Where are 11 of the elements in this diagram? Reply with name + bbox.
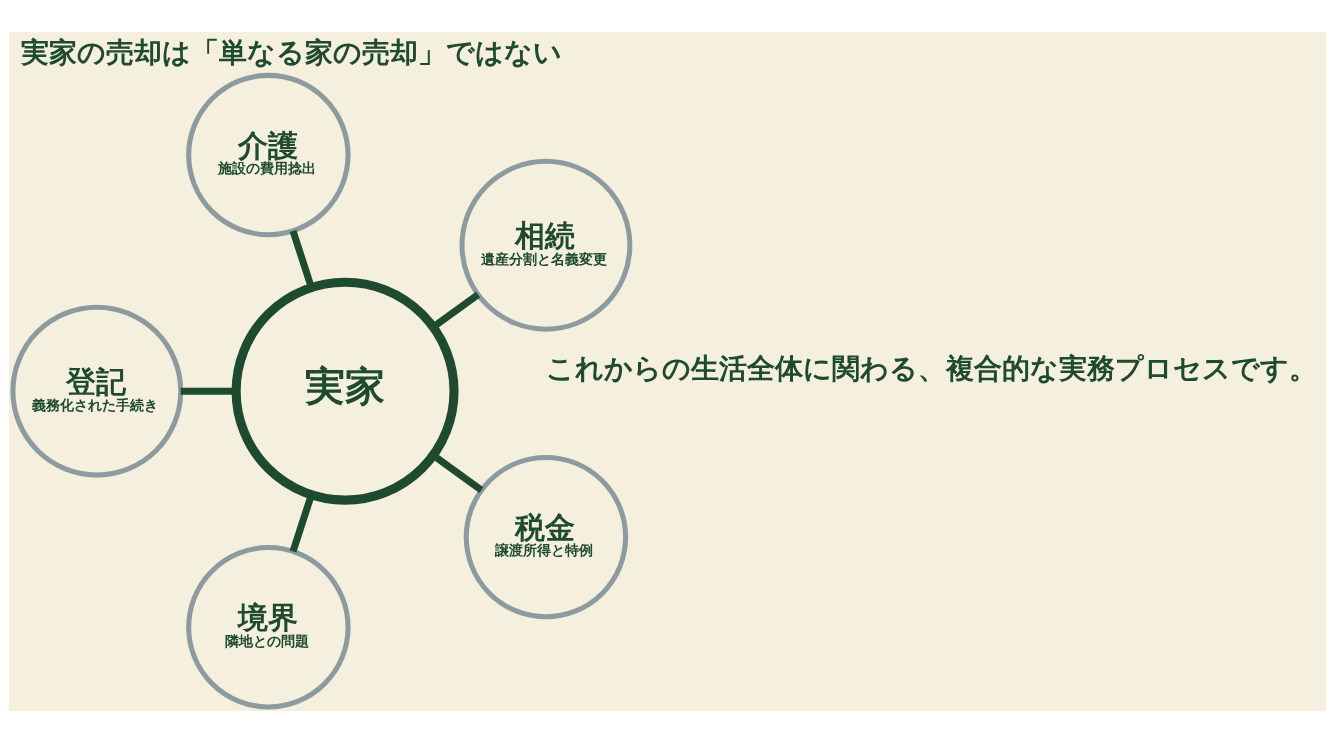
- connector: [289, 494, 315, 553]
- connector: [431, 452, 484, 494]
- node-circle: 実家: [231, 277, 459, 505]
- diagram-title: 実家の売却は「単なる家の売却」ではない: [21, 35, 563, 69]
- label: これからの生活全体に関わる、複合的な実務プロセスです。: [546, 351, 1318, 385]
- node-circle: 相続 遺産分割と名義変更: [459, 158, 633, 332]
- node-circle: 介護 施設の費用捻出: [186, 72, 351, 238]
- node-circle: 税金 譲渡所得と特例: [463, 454, 629, 620]
- node-circle: 登記 義務化された手続き: [10, 304, 184, 478]
- node-circle: 境界 隣地との問題: [186, 545, 351, 710]
- connector: [431, 291, 481, 330]
